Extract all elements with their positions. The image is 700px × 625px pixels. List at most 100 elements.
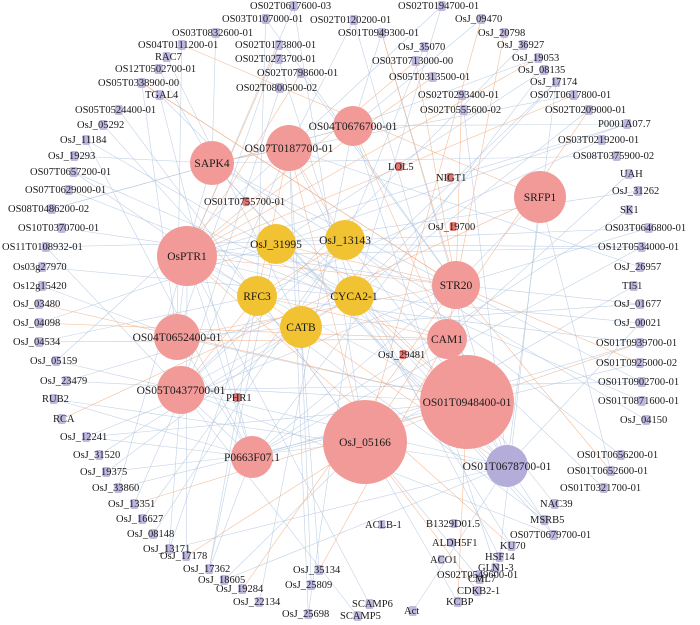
node-marker-osj-04150[interactable] xyxy=(642,415,651,425)
node-marker-osj-05159[interactable] xyxy=(52,356,61,366)
node-marker-os02t0273700-01[interactable] xyxy=(274,54,283,64)
hub-node-os04t0676700-01[interactable] xyxy=(333,106,373,146)
node-marker-rac7[interactable] xyxy=(162,52,171,62)
node-marker-os01t0652600-01[interactable] xyxy=(606,466,615,476)
node-marker-os07t0617800-01[interactable] xyxy=(569,90,578,100)
hub-node-sapk4[interactable] xyxy=(190,141,234,185)
node-marker-osj-23479[interactable] xyxy=(62,376,71,386)
node-marker-osj-03480[interactable] xyxy=(35,299,44,309)
node-marker-osj-26957[interactable] xyxy=(636,262,645,272)
node-marker-osj-19053[interactable] xyxy=(534,53,543,63)
node-marker-os08t0375900-02[interactable] xyxy=(612,151,621,161)
node-marker-ku70[interactable] xyxy=(507,541,516,551)
node-marker-os01t0755700-01[interactable] xyxy=(242,197,250,206)
node-marker-os02t0120200-01[interactable] xyxy=(349,15,358,25)
node-marker-os01t0949300-01[interactable] xyxy=(377,28,386,38)
node-marker-nac39[interactable] xyxy=(550,499,559,509)
node-marker-sk1[interactable] xyxy=(624,205,633,215)
node-marker-osj-12241[interactable] xyxy=(82,432,91,442)
node-marker-os03t0646800-01[interactable] xyxy=(644,223,653,233)
node-marker-os03t0713000-00[interactable] xyxy=(411,56,420,66)
node-marker-aldh5f1[interactable] xyxy=(448,538,456,547)
node-marker-os03t0219200-01[interactable] xyxy=(597,135,606,145)
node-marker-osj-01677[interactable] xyxy=(636,299,645,309)
node-marker-aclb-1[interactable] xyxy=(378,520,386,529)
node-marker-os02t0800500-02[interactable] xyxy=(275,83,284,93)
hub-node-os01t0678700-01[interactable] xyxy=(486,445,528,487)
hub-node-os05t0437700-01[interactable] xyxy=(157,366,205,414)
hub-node-osptr1[interactable] xyxy=(157,226,217,286)
node-marker-os10t0370700-01[interactable] xyxy=(57,223,66,233)
node-marker-cdkb2-1[interactable] xyxy=(473,586,482,596)
node-marker-osj-11184[interactable] xyxy=(82,135,91,145)
hub-node-osj-13143[interactable] xyxy=(325,220,365,260)
node-marker-scamp6[interactable] xyxy=(365,599,374,609)
node-marker-os01t0656200-01[interactable] xyxy=(616,450,625,460)
node-marker-os03t0832600-01[interactable] xyxy=(211,28,220,38)
node-marker-nigt1[interactable] xyxy=(446,173,454,182)
node-marker-osj-08148[interactable] xyxy=(149,529,158,539)
node-marker-osj-19700[interactable] xyxy=(449,222,457,231)
node-marker-osj-17362[interactable] xyxy=(205,564,214,574)
node-marker-os04t0111200-01[interactable] xyxy=(177,40,186,50)
node-marker-os05t0338900-00[interactable] xyxy=(137,78,146,88)
node-marker-act[interactable] xyxy=(408,606,417,616)
node-marker-os08t0486200-02[interactable] xyxy=(47,204,56,214)
node-marker-tgal4[interactable] xyxy=(155,90,164,100)
node-marker-os01t0925000-02[interactable] xyxy=(635,358,644,368)
node-marker-osj-00021[interactable] xyxy=(636,318,645,328)
node-marker-os01t0321700-01[interactable] xyxy=(599,483,608,493)
hub-node-osj-05166[interactable] xyxy=(323,400,407,484)
node-marker-osj-04098[interactable] xyxy=(35,318,44,328)
node-marker-osj-35134[interactable] xyxy=(315,565,324,575)
node-marker-phr1[interactable] xyxy=(233,393,241,402)
node-marker-osj-22134[interactable] xyxy=(255,597,264,607)
node-marker-msrb5[interactable] xyxy=(540,515,549,525)
node-marker-os01t0871600-01[interactable] xyxy=(637,396,646,406)
node-marker-os03t0107000-01[interactable] xyxy=(261,14,270,24)
node-marker-os07t0657200-01[interactable] xyxy=(69,167,78,177)
hub-node-catb[interactable] xyxy=(280,306,322,348)
node-marker-osj-20798[interactable] xyxy=(500,28,509,38)
hub-node-os01t0948400-01[interactable] xyxy=(420,355,514,449)
node-marker-osj-17174[interactable] xyxy=(552,77,561,87)
hub-node-os07t0187700-01[interactable] xyxy=(266,125,312,171)
node-marker-rub2[interactable] xyxy=(49,394,58,404)
hub-node-srfp1[interactable] xyxy=(514,171,566,223)
node-marker-os02t0209000-01[interactable] xyxy=(584,105,593,115)
node-marker-os02t0173800-01[interactable] xyxy=(274,40,283,50)
hub-node-cam1[interactable] xyxy=(427,319,467,359)
node-marker-osj-17178[interactable] xyxy=(182,551,191,561)
node-marker-p0001a07-7[interactable] xyxy=(623,119,632,129)
hub-node-str20[interactable] xyxy=(432,261,480,309)
node-marker-osj-19293[interactable] xyxy=(70,151,79,161)
node-marker-hsf14[interactable] xyxy=(495,552,504,562)
node-marker-osj-19375[interactable] xyxy=(102,467,111,477)
hub-node-rfc3[interactable] xyxy=(237,276,277,316)
hub-node-osj-31995[interactable] xyxy=(256,224,296,264)
node-marker-osj-33860[interactable] xyxy=(114,483,123,493)
node-marker-osj-13171[interactable] xyxy=(165,544,174,554)
node-marker-b1329d01-5[interactable] xyxy=(450,519,458,528)
node-marker-os12t0534000-01[interactable] xyxy=(637,242,646,252)
node-marker-lol5[interactable] xyxy=(395,162,403,171)
node-marker-os01t0902700-01[interactable] xyxy=(637,377,646,387)
node-marker-osj-25698[interactable] xyxy=(304,609,313,619)
node-marker-os02t0194700-01[interactable] xyxy=(437,1,446,11)
node-marker-aco1[interactable] xyxy=(437,555,445,564)
node-marker-osj-04534[interactable] xyxy=(35,337,44,347)
node-marker-osj-05292[interactable] xyxy=(99,120,108,130)
node-marker-gln1-3[interactable] xyxy=(491,563,500,573)
node-marker-os07t0679700-01[interactable] xyxy=(549,530,558,540)
node-marker-os02t0798600-01[interactable] xyxy=(296,68,305,78)
node-marker-osj-29481[interactable] xyxy=(399,350,407,359)
node-marker-os05t0524400-01[interactable] xyxy=(114,105,123,115)
hub-node-os04t0652400-01[interactable] xyxy=(154,314,200,360)
node-marker-rca[interactable] xyxy=(57,414,66,424)
node-marker-osj-31520[interactable] xyxy=(95,450,104,460)
node-marker-os12g15420[interactable] xyxy=(38,281,47,291)
hub-node-cyca2-1[interactable] xyxy=(334,276,374,316)
node-marker-uah[interactable] xyxy=(624,169,633,179)
node-marker-os11t0108932-01[interactable] xyxy=(41,242,50,252)
node-marker-osj-13351[interactable] xyxy=(130,499,139,509)
